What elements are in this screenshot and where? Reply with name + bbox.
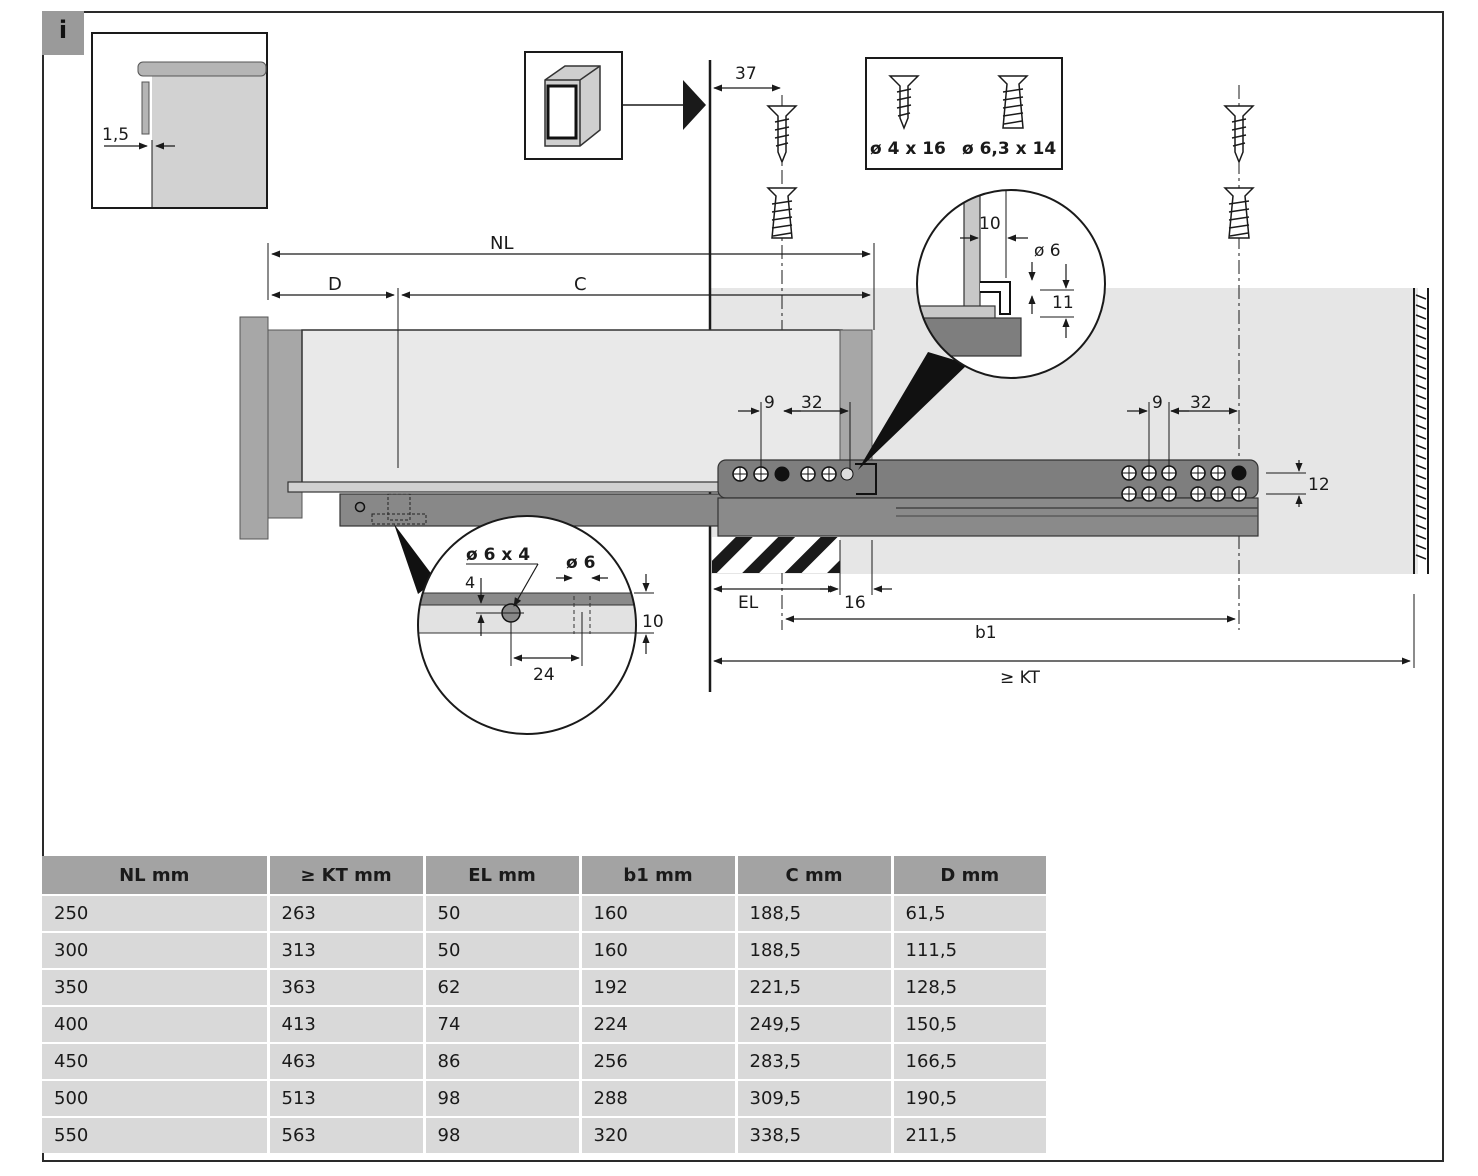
cabinet-icon	[524, 51, 706, 160]
header-kt: ≥ KT mm	[266, 856, 424, 896]
cell: 111,5	[890, 931, 1046, 969]
screw-label-1: ø 4 x 16	[870, 139, 946, 159]
svg-text:ø 6: ø 6	[566, 553, 595, 573]
dims-top: NL D C	[267, 233, 875, 468]
cell: 363	[266, 968, 424, 1006]
cell: 350	[42, 968, 268, 1006]
runner-rail	[717, 459, 1259, 537]
cell: 160	[578, 894, 736, 932]
svg-text:11: 11	[1052, 293, 1074, 313]
setback-inset: 1,5	[91, 32, 268, 209]
front-hatch	[712, 537, 840, 573]
header-nl: NL mm	[42, 856, 268, 896]
table-row: 500 513 98 288 309,5 190,5	[42, 1079, 1046, 1117]
cell: 190,5	[890, 1079, 1046, 1117]
cell: 62	[422, 968, 580, 1006]
cell: 224	[578, 1005, 736, 1043]
cell: 221,5	[734, 968, 892, 1006]
back-wall	[1413, 288, 1429, 574]
table-row: 250 263 50 160 188,5 61,5	[42, 894, 1046, 932]
header-d: D mm	[890, 856, 1046, 896]
cell: 74	[422, 1005, 580, 1043]
svg-text:EL: EL	[738, 593, 759, 613]
header-b1: b1 mm	[578, 856, 736, 896]
svg-text:D: D	[328, 274, 342, 295]
cell: 300	[42, 931, 268, 969]
svg-text:24: 24	[533, 665, 555, 685]
cell: 313	[266, 931, 424, 969]
cell: 283,5	[734, 1042, 892, 1080]
detail-circle-bottom: ø 6 x 4 ø 6 4 24 10	[394, 515, 664, 735]
screw-label-2: ø 6,3 x 14	[962, 139, 1056, 159]
cell: 98	[422, 1116, 580, 1153]
cell: 50	[422, 931, 580, 969]
cell: 192	[578, 968, 736, 1006]
svg-text:C: C	[574, 274, 587, 295]
svg-text:9: 9	[1152, 393, 1163, 413]
table-row: 300 313 50 160 188,5 111,5	[42, 931, 1046, 969]
screws-rear	[1223, 85, 1255, 630]
svg-text:ø 6: ø 6	[1034, 241, 1061, 261]
table-row: 550 563 98 320 338,5 211,5	[42, 1116, 1046, 1153]
cell: 263	[266, 894, 424, 932]
svg-text:1,5: 1,5	[102, 125, 129, 145]
header-c: C mm	[734, 856, 892, 896]
svg-text:ø 6 x 4: ø 6 x 4	[466, 545, 530, 565]
dims-holes: 9 32 9 32 12	[738, 393, 1330, 507]
svg-text:32: 32	[801, 393, 823, 413]
cell: 61,5	[890, 894, 1046, 932]
svg-text:12: 12	[1308, 475, 1330, 495]
dimensions-table: NL mm ≥ KT mm EL mm b1 mm C mm D mm 250 …	[42, 856, 1046, 1153]
drawing-frame	[42, 11, 1444, 1162]
cell: 288	[578, 1079, 736, 1117]
dim-37: 37	[713, 64, 781, 92]
detail-circle-top: 10 ø 6 11	[858, 189, 1106, 470]
svg-text:37: 37	[735, 64, 757, 84]
dims-bottom: EL 16 b1 ≥ KT	[713, 540, 1415, 688]
cell: 320	[578, 1116, 736, 1153]
cell: 400	[42, 1005, 268, 1043]
svg-text:10: 10	[979, 214, 1001, 234]
cell: 256	[578, 1042, 736, 1080]
cell: 166,5	[890, 1042, 1046, 1080]
cell: 563	[266, 1116, 424, 1153]
cell: 513	[266, 1079, 424, 1117]
svg-text:9: 9	[764, 393, 775, 413]
cell: 128,5	[890, 968, 1046, 1006]
cell: 450	[42, 1042, 268, 1080]
cell: 50	[422, 894, 580, 932]
svg-text:≥ KT: ≥ KT	[1000, 668, 1040, 688]
cell: 463	[266, 1042, 424, 1080]
cell: 413	[266, 1005, 424, 1043]
svg-text:b1: b1	[975, 623, 997, 643]
cell: 188,5	[734, 931, 892, 969]
svg-text:10: 10	[642, 612, 664, 632]
screw-legend: ø 4 x 16 ø 6,3 x 14	[865, 57, 1063, 170]
cell: 550	[42, 1116, 268, 1153]
table-row: 350 363 62 192 221,5 128,5	[42, 968, 1046, 1006]
cell: 150,5	[890, 1005, 1046, 1043]
cell: 211,5	[890, 1116, 1046, 1153]
svg-text:4: 4	[465, 573, 475, 592]
cell: 249,5	[734, 1005, 892, 1043]
svg-text:16: 16	[844, 593, 866, 613]
table-header-row: NL mm ≥ KT mm EL mm b1 mm C mm D mm	[42, 856, 1046, 896]
cell: 338,5	[734, 1116, 892, 1153]
cell: 188,5	[734, 894, 892, 932]
cell: 250	[42, 894, 268, 932]
header-el: EL mm	[422, 856, 580, 896]
cell: 500	[42, 1079, 268, 1117]
cell: 98	[422, 1079, 580, 1117]
table-row: 400 413 74 224 249,5 150,5	[42, 1005, 1046, 1043]
info-badge: i	[42, 11, 84, 55]
svg-text:NL: NL	[490, 233, 514, 254]
cell: 86	[422, 1042, 580, 1080]
cell: 309,5	[734, 1079, 892, 1117]
cell: 160	[578, 931, 736, 969]
table-row: 450 463 86 256 283,5 166,5	[42, 1042, 1046, 1080]
svg-text:32: 32	[1190, 393, 1212, 413]
